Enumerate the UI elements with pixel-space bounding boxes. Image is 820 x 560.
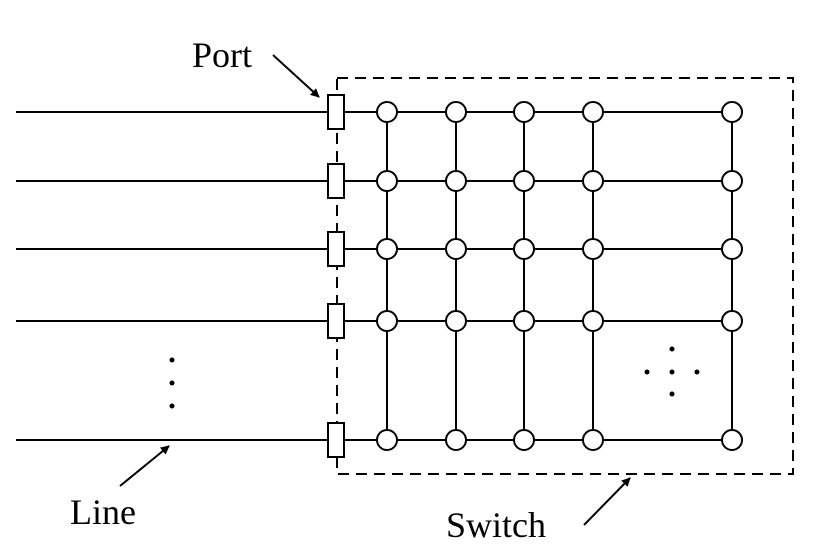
crosspoint-node	[582, 429, 604, 451]
crosspoint-node	[582, 238, 604, 260]
switch-label: Switch	[446, 505, 546, 545]
rows-ellipsis	[169, 357, 175, 409]
crosspoint-node	[445, 310, 467, 332]
ports	[327, 94, 345, 458]
crosspoint-node	[445, 170, 467, 192]
crosspoint-node	[376, 170, 398, 192]
crosspoint-node	[376, 429, 398, 451]
crosspoint-node	[513, 429, 535, 451]
crosspoint-node	[445, 429, 467, 451]
crosspoint-node	[376, 101, 398, 123]
port-arrow	[272, 54, 320, 98]
line-arrow	[119, 445, 170, 487]
crosspoint-node	[376, 310, 398, 332]
switch-boundary	[336, 77, 794, 475]
port	[327, 163, 345, 199]
port	[327, 303, 345, 339]
input-lines	[16, 111, 328, 441]
crosspoint-node	[513, 101, 535, 123]
crosspoints	[376, 101, 743, 451]
port	[327, 94, 345, 130]
crosspoint-node	[721, 429, 743, 451]
crosspoint-node	[582, 310, 604, 332]
port	[327, 231, 345, 267]
port	[327, 422, 345, 458]
crosspoint-node	[721, 238, 743, 260]
crosspoint-node	[445, 101, 467, 123]
crosspoint-node	[513, 310, 535, 332]
crosspoint-node	[582, 170, 604, 192]
line-label: Line	[70, 492, 136, 532]
crosspoint-node	[721, 170, 743, 192]
switch-arrow	[583, 477, 631, 526]
crosspoint-node	[445, 238, 467, 260]
crosspoint-node	[721, 310, 743, 332]
crosspoint-node	[582, 101, 604, 123]
grid-ellipsis	[644, 346, 700, 397]
crosspoint-node	[721, 101, 743, 123]
crosspoint-node	[513, 170, 535, 192]
crosspoint-node	[513, 238, 535, 260]
crossbar-grid	[344, 111, 733, 441]
crosspoint-node	[376, 238, 398, 260]
port-label: Port	[192, 35, 252, 75]
